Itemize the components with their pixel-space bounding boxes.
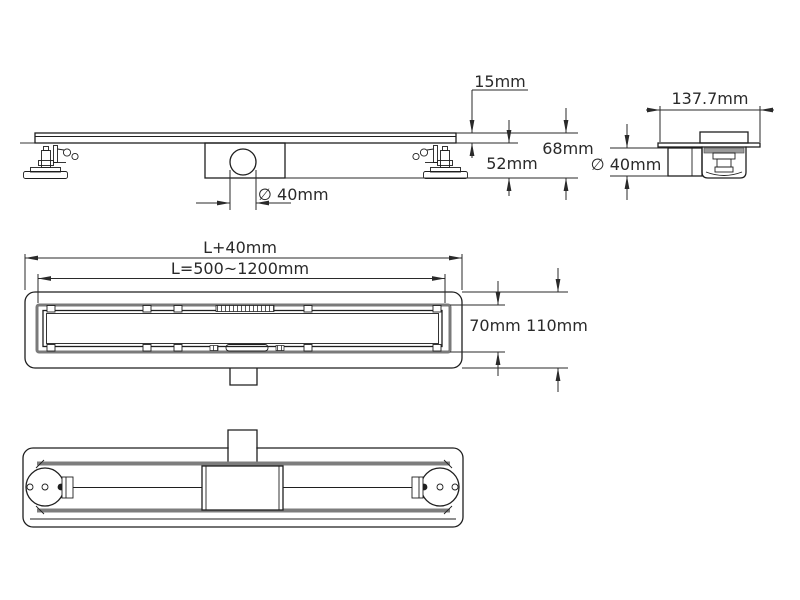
grate-clips — [46, 305, 442, 352]
dim-label-side-outlet-diameter: ∅ 40mm — [258, 185, 329, 204]
channel-grate — [42, 309, 443, 348]
dim-grate-height: 15mm — [469, 72, 528, 158]
adjustable-foot — [412, 145, 468, 179]
dim-label-depth-below-grate: 52mm — [486, 154, 538, 173]
outlet-stub — [229, 367, 258, 386]
dim-overall-length: L+40mm — [24, 238, 463, 290]
grate-slot-pattern — [215, 305, 275, 312]
seal-band — [703, 147, 745, 154]
dim-label-total-depth: 68mm — [542, 139, 594, 158]
plan-view: L+40mm L=500~1200mm 70mm 110mm — [24, 238, 588, 392]
bottom-view — [22, 429, 464, 528]
dim-channel-length: L=500~1200mm — [37, 259, 446, 303]
channel-flange — [35, 303, 452, 354]
dim-flange-width: 137.7mm — [646, 89, 774, 142]
side-view: 15mm 52mm 68mm ∅ 40mm — [20, 72, 594, 210]
outlet-box-bottom — [201, 465, 284, 511]
dim-side-outlet-diameter: ∅ 40mm — [196, 170, 329, 210]
dim-label-channel-length: L=500~1200mm — [171, 259, 309, 278]
trap-box — [204, 142, 286, 179]
dim-depth-below-grate: 52mm — [486, 120, 538, 196]
dim-label-end-outlet-diameter: ∅ 40mm — [591, 155, 662, 174]
dim-total-depth: 68mm — [542, 108, 594, 200]
dim-label-grate-height: 15mm — [474, 72, 526, 91]
outlet-pipe — [667, 147, 703, 177]
flange — [657, 142, 761, 148]
outlet-underside-detail — [209, 344, 285, 352]
trap-bowl — [705, 171, 743, 176]
outer-frame — [24, 291, 463, 369]
grate-section — [699, 131, 749, 144]
trap-insert — [712, 152, 736, 160]
end-view: 137.7mm ∅ 40mm — [591, 89, 774, 200]
dim-label-overall-length: L+40mm — [203, 238, 277, 257]
channel-body — [34, 132, 457, 144]
foot-disc — [411, 467, 460, 507]
dim-channel-width: 70mm — [450, 281, 521, 376]
dim-label-body-width: 110mm — [526, 316, 588, 335]
outlet-pipe-circle — [229, 148, 257, 176]
dim-label-flange-width: 137.7mm — [672, 89, 749, 108]
outlet-stub-bottom — [227, 429, 258, 463]
dim-label-channel-width: 70mm — [469, 316, 521, 335]
adjustable-foot — [23, 145, 79, 179]
dim-body-width: 110mm — [462, 268, 588, 392]
dim-end-outlet-diameter: ∅ 40mm — [591, 124, 668, 200]
rail-end-ticks — [35, 459, 453, 515]
foot-disc — [25, 467, 74, 507]
rail-top — [37, 461, 450, 466]
